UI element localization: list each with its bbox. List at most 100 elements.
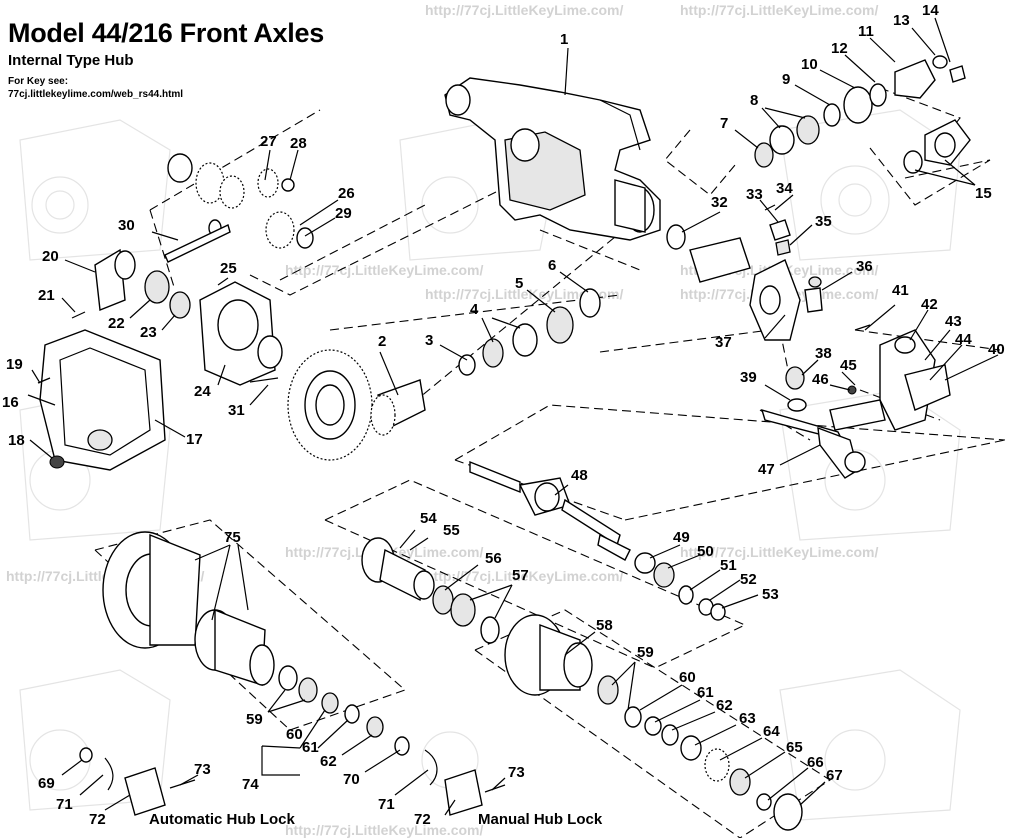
callout-48: 48 [571,467,588,484]
callout-12: 12 [831,40,848,57]
page-title: Model 44/216 Front Axles [8,18,324,48]
callout-62-manual: 62 [716,697,733,714]
callout-74: 74 [242,776,259,793]
callout-53: 53 [762,586,779,603]
callout-52: 52 [740,571,757,588]
callout-31: 31 [228,402,245,419]
watermark-text: http://77cj.LittleKeyLime.com/ [425,286,624,302]
callout-11: 11 [858,23,874,40]
callout-55: 55 [443,522,460,539]
page-subtitle: Internal Type Hub [8,52,134,69]
callout-17: 17 [186,431,203,448]
key-url-link[interactable]: 77cj.littlekeylime.com/web_rs44.html [8,89,184,100]
leader-lines [27,17,999,816]
callout-60-automatic: 60 [286,726,303,743]
spindle-assembly [361,537,500,644]
callout-49: 49 [673,529,690,546]
callout-63: 63 [739,710,756,727]
callout-18: 18 [8,432,25,449]
callout-64: 64 [763,723,780,740]
key-label: For Key see: [8,76,69,87]
callout-16: 16 [2,394,19,411]
callout-47: 47 [758,461,775,478]
background-sketch [19,109,961,821]
steering-knuckle-assembly [666,204,951,479]
callout-69: 69 [38,775,55,792]
axle-housing [444,77,661,241]
callout-23: 23 [140,324,157,341]
callout-7: 7 [720,115,729,132]
callout-72-manual: 72 [414,811,431,828]
callout-14: 14 [922,2,939,19]
callout-73-automatic: 73 [194,761,211,778]
callout-30: 30 [118,217,135,234]
callout-29: 29 [335,205,352,222]
callout-10: 10 [801,56,818,73]
callout-44: 44 [955,331,972,348]
callout-59-automatic: 59 [246,711,263,728]
callout-57: 57 [512,567,529,584]
callout-27: 27 [260,133,277,150]
automatic-hub-lock-caption: Automatic Hub Lock [149,811,295,828]
callout-26: 26 [338,185,355,202]
callout-40: 40 [988,341,1005,358]
callout-21: 21 [38,287,55,304]
callout-66: 66 [807,754,824,771]
callout-70: 70 [343,771,360,788]
callout-3: 3 [425,332,434,349]
callout-5: 5 [515,275,524,292]
callout-58: 58 [596,617,613,634]
callout-15: 15 [975,185,992,202]
callout-60-manual: 60 [679,669,696,686]
callout-50: 50 [697,543,714,560]
watermark-text: http://77cj.LittleKeyLime.com/ [680,544,879,560]
callout-67: 67 [826,767,843,784]
callout-34: 34 [776,180,793,197]
callout-37: 37 [715,334,732,351]
callout-38: 38 [815,345,832,362]
watermark-text: http://77cj.LittleKeyLime.com/ [680,2,879,18]
callout-28: 28 [290,135,307,152]
callout-33: 33 [746,186,763,203]
callout-45: 45 [840,357,857,374]
callout-43: 43 [945,313,962,330]
callout-32: 32 [711,194,728,211]
differential-cover [37,329,166,471]
callout-62-automatic: 62 [320,753,337,770]
callout-22: 22 [108,315,125,332]
callout-72-automatic: 72 [89,811,106,828]
callout-71-automatic: 71 [56,796,73,813]
callout-42: 42 [921,296,938,313]
callout-6: 6 [548,257,557,274]
callout-36: 36 [856,258,873,275]
callout-19: 19 [6,356,23,373]
callout-4: 4 [470,301,479,318]
yoke-and-seal-parts [754,55,971,174]
watermark-text: http://77cj.LittleKeyLime.com/ [425,2,624,18]
callout-1: 1 [560,31,569,48]
watermark-text: http://77cj.LittleKeyLime.com/ [425,568,624,584]
callout-41: 41 [892,282,909,299]
callout-59-manual: 59 [637,644,654,661]
callout-24: 24 [194,383,211,400]
pinion-assembly [287,288,601,461]
callout-73-manual: 73 [508,764,525,781]
differential-carrier [71,153,314,386]
rotor-and-automatic-hub [79,531,506,816]
callout-61-manual: 61 [697,684,714,701]
callout-61-automatic: 61 [302,739,319,756]
callout-2: 2 [378,333,387,350]
callout-20: 20 [42,248,59,265]
axle-shaft [469,460,726,621]
callout-71-manual: 71 [378,796,395,813]
callout-39: 39 [740,369,757,386]
manual-hub-lock-caption: Manual Hub Lock [478,811,603,828]
watermark-text: http://77cj.LittleKeyLime.com/ [285,822,484,838]
callout-13: 13 [893,12,910,29]
callout-46: 46 [812,371,829,388]
callout-9: 9 [782,71,791,88]
callout-8: 8 [750,92,759,109]
callout-25: 25 [220,260,237,277]
